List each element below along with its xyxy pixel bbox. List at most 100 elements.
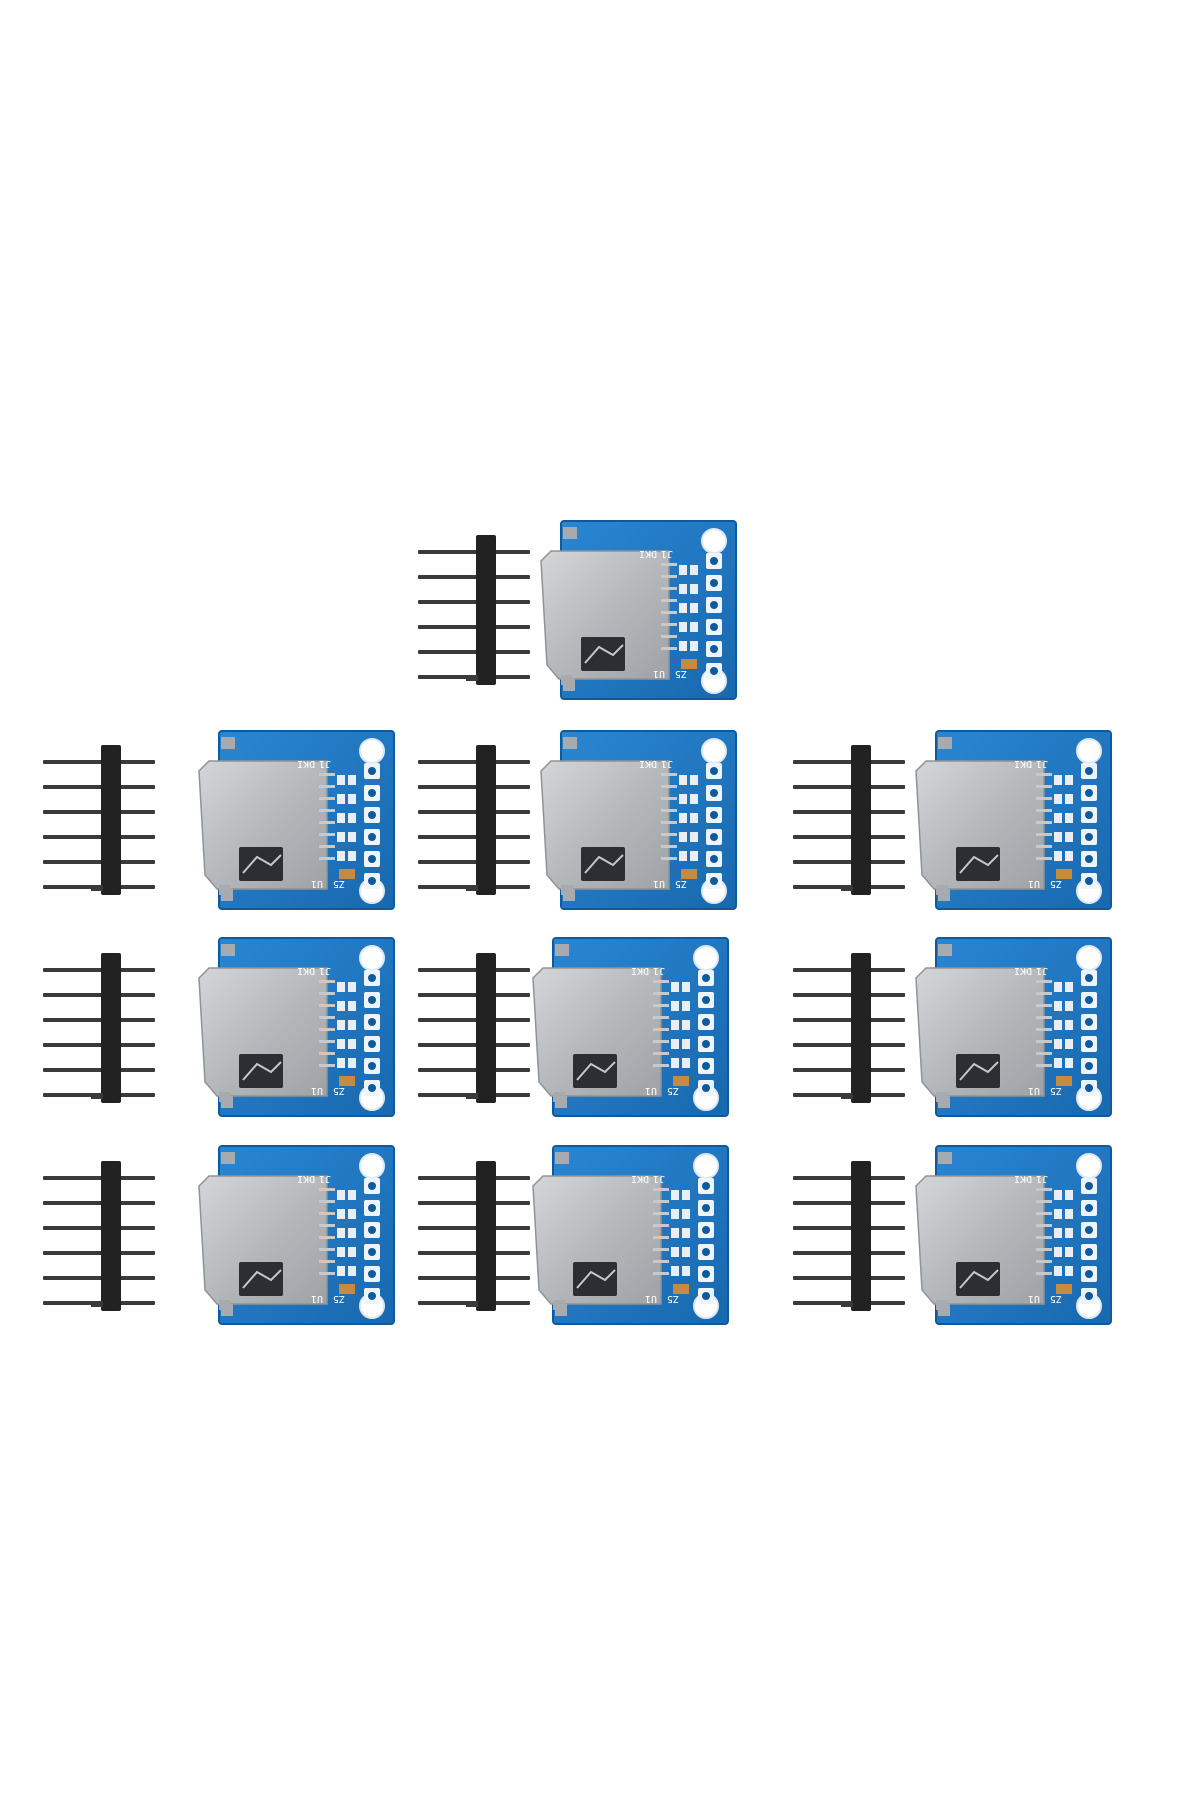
socket-contact	[319, 1188, 335, 1191]
socket-contact	[653, 1236, 669, 1239]
smd-pad	[690, 622, 698, 632]
silk-label-dki: DKI	[1014, 758, 1032, 769]
socket-contact	[1036, 980, 1052, 983]
pin-pad-hole	[1085, 1062, 1093, 1070]
pin-pad-hole	[1085, 1040, 1093, 1048]
pin-pad-hole	[368, 1084, 376, 1092]
pin-pad-hole	[1085, 996, 1093, 1004]
smd-pad	[682, 1190, 690, 1200]
pin-pad-hole	[710, 623, 718, 631]
socket-contact	[1036, 1052, 1052, 1055]
header-stub	[91, 1093, 103, 1099]
socket-contact	[1036, 1272, 1052, 1275]
header-body	[101, 745, 121, 895]
socket-contact	[661, 611, 677, 614]
socket-contact	[319, 797, 335, 800]
smd-pad	[337, 832, 345, 842]
smd-pad	[679, 775, 687, 785]
silk-label-u1: U1	[645, 1085, 657, 1096]
smd-pad	[1054, 1039, 1062, 1049]
microsd-socket	[540, 550, 670, 680]
smd-pad	[1065, 832, 1073, 842]
pin-pad-hole	[1085, 833, 1093, 841]
socket-contact	[319, 980, 335, 983]
smd-pad	[348, 1020, 356, 1030]
smd-pad	[679, 794, 687, 804]
header-body	[851, 953, 871, 1103]
pin-pad-hole	[1085, 789, 1093, 797]
pin-pad-hole	[1085, 1018, 1093, 1026]
pin-pad-hole	[368, 1182, 376, 1190]
smd-pad	[1054, 1190, 1062, 1200]
smd-pad	[679, 832, 687, 842]
socket-contact	[661, 785, 677, 788]
pin-pad-hole	[368, 1204, 376, 1212]
smd-pad	[671, 1058, 679, 1068]
header-pin	[793, 860, 905, 864]
header-pin	[793, 1251, 905, 1255]
header-pin	[793, 1176, 905, 1180]
socket-contact	[653, 1260, 669, 1263]
smd-pad	[337, 1228, 345, 1238]
pin-pad-hole	[702, 1204, 710, 1212]
pin-header	[418, 1161, 530, 1311]
silk-label-dki: DKI	[639, 758, 657, 769]
socket-contact	[1036, 1260, 1052, 1263]
smd-pad	[1065, 1039, 1073, 1049]
header-body	[101, 1161, 121, 1311]
smd-pad	[679, 851, 687, 861]
pin-pad-hole	[368, 974, 376, 982]
header-pin	[418, 968, 530, 972]
smd-pad	[348, 851, 356, 861]
smd-pad	[1054, 775, 1062, 785]
silk-label-z5: Z5	[667, 1085, 679, 1096]
socket-tab	[938, 944, 952, 956]
header-body	[476, 953, 496, 1103]
socket-window	[581, 637, 625, 671]
smd-pad	[348, 1247, 356, 1257]
header-stub	[91, 1301, 103, 1307]
smd-pad	[1065, 775, 1073, 785]
smd-pad	[1054, 832, 1062, 842]
mounting-hole	[359, 738, 385, 764]
socket-contact	[653, 980, 669, 983]
header-pin	[793, 1201, 905, 1205]
silk-label-u1: U1	[311, 1293, 323, 1304]
header-pin	[793, 835, 905, 839]
smd-pad	[671, 1247, 679, 1257]
header-pin	[793, 1276, 905, 1280]
socket-contact	[1036, 1248, 1052, 1251]
pin-pad-hole	[710, 855, 718, 863]
smd-pad	[348, 1039, 356, 1049]
capacitor	[681, 869, 697, 879]
pin-pad-hole	[710, 601, 718, 609]
silk-label-j1: J1	[1036, 1173, 1048, 1184]
smd-pad	[348, 1266, 356, 1276]
smd-pad	[682, 1020, 690, 1030]
socket-contact	[319, 833, 335, 836]
smd-pad	[337, 775, 345, 785]
silk-label-u1: U1	[1028, 1293, 1040, 1304]
header-pin	[418, 860, 530, 864]
socket-contact	[661, 647, 677, 650]
socket-window	[239, 1054, 283, 1088]
microsd-socket	[915, 1175, 1045, 1305]
pin-pad-hole	[368, 789, 376, 797]
header-pin	[793, 968, 905, 972]
smd-pad	[671, 1020, 679, 1030]
header-pin	[43, 1068, 155, 1072]
socket-contact	[653, 1272, 669, 1275]
silk-label-z5: Z5	[333, 878, 345, 889]
header-stub	[841, 885, 853, 891]
microsd-socket	[198, 760, 328, 890]
socket-window	[956, 1262, 1000, 1296]
header-stub	[841, 1301, 853, 1307]
header-pin	[418, 575, 530, 579]
